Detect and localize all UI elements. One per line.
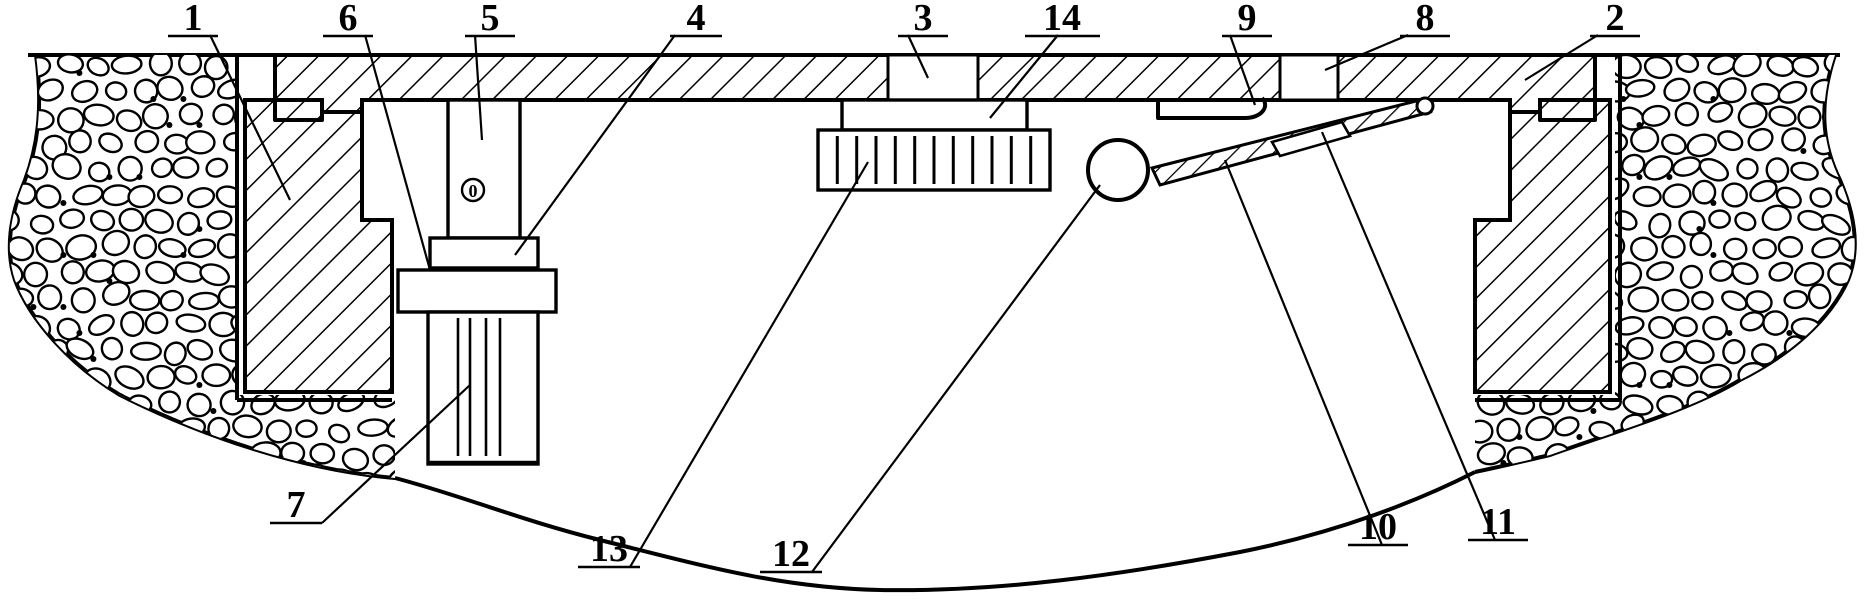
pit-bottom-outline xyxy=(394,470,1476,593)
label-2: 2 xyxy=(1606,0,1625,39)
mount-block-14 xyxy=(840,98,1029,132)
gear-part-13 xyxy=(816,128,1052,192)
label-7: 7 xyxy=(287,484,306,526)
label-3: 3 xyxy=(914,0,933,39)
leader-lines xyxy=(209,33,1599,573)
label-13: 13 xyxy=(590,528,628,570)
bolt-icon xyxy=(460,177,486,203)
label-1: 1 xyxy=(184,0,203,39)
cap-part-4 xyxy=(428,236,540,270)
cylinder-part-7 xyxy=(426,310,540,466)
part-labels: 1 6 5 4 3 14 9 8 2 7 13 12 10 11 xyxy=(184,0,1625,575)
sleeve-part-11 xyxy=(1270,120,1352,158)
lid-opening-3 xyxy=(886,53,980,102)
label-6: 6 xyxy=(339,0,358,39)
hook-spring-9 xyxy=(1156,96,1268,120)
label-14: 14 xyxy=(1043,0,1081,39)
label-12: 12 xyxy=(772,533,810,575)
collar-part-6 xyxy=(396,268,558,314)
left-frame-wall xyxy=(235,55,394,402)
lid-opening-8 xyxy=(1278,53,1340,102)
label-10: 10 xyxy=(1359,506,1397,548)
label-8: 8 xyxy=(1416,0,1435,39)
label-11: 11 xyxy=(1480,501,1516,543)
label-5: 5 xyxy=(481,0,500,39)
label-underlines xyxy=(168,34,1640,574)
right-frame-wall xyxy=(1473,55,1622,402)
label-9: 9 xyxy=(1238,0,1257,39)
guide-rod-5: 0 xyxy=(446,98,522,240)
bolt-mark: 0 xyxy=(469,181,478,201)
float-ball-12 xyxy=(1086,138,1150,202)
label-4: 4 xyxy=(687,0,706,39)
